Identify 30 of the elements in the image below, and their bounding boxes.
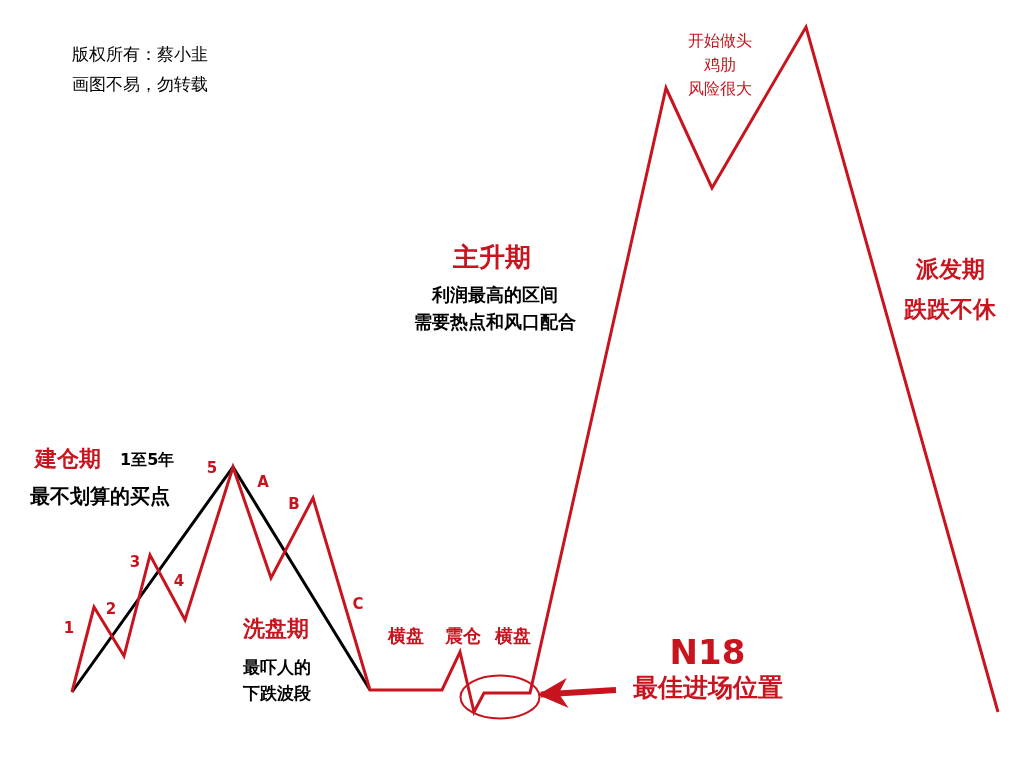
node-caption: 最佳进场位置 <box>631 672 784 703</box>
phase-label: 横盘 <box>495 626 531 647</box>
phase-label: 横盘 <box>388 626 424 647</box>
annotation: 开始做头 <box>688 32 752 51</box>
stage-title: 洗盘期 <box>243 616 309 642</box>
stage-description: 利润最高的区间 <box>432 285 558 306</box>
node-title: N18 <box>668 632 747 673</box>
stage-description: 下跌波段 <box>243 684 311 704</box>
wave-label: 2 <box>105 601 117 619</box>
stage-note: 1至5年 <box>120 451 175 470</box>
stage-description: 最不划算的买点 <box>30 485 170 508</box>
stage-title: 派发期 <box>915 256 985 283</box>
stage-title: 主升期 <box>453 243 531 273</box>
annotation: 鸡肋 <box>704 56 736 75</box>
wave-label: 4 <box>173 573 185 591</box>
phase-label: 震仓 <box>445 626 481 647</box>
stage-description: 最吓人的 <box>243 658 311 678</box>
wave-label: 3 <box>129 554 141 572</box>
copyright-note: 版权所有：蔡小韭 <box>72 45 208 65</box>
wave-label: C <box>352 596 364 614</box>
wave-label: B <box>288 496 300 514</box>
stage-description: 跌跌不休 <box>904 296 996 323</box>
wave-label: 1 <box>63 620 75 638</box>
stage-title: 建仓期 <box>35 446 101 472</box>
wave-label: A <box>257 474 269 492</box>
annotation: 风险很大 <box>688 80 752 99</box>
arrow <box>537 677 617 708</box>
wave-label: 5 <box>206 460 218 478</box>
stage-description: 需要热点和风口配合 <box>414 312 576 333</box>
copyright-note: 画图不易，勿转载 <box>72 75 208 95</box>
